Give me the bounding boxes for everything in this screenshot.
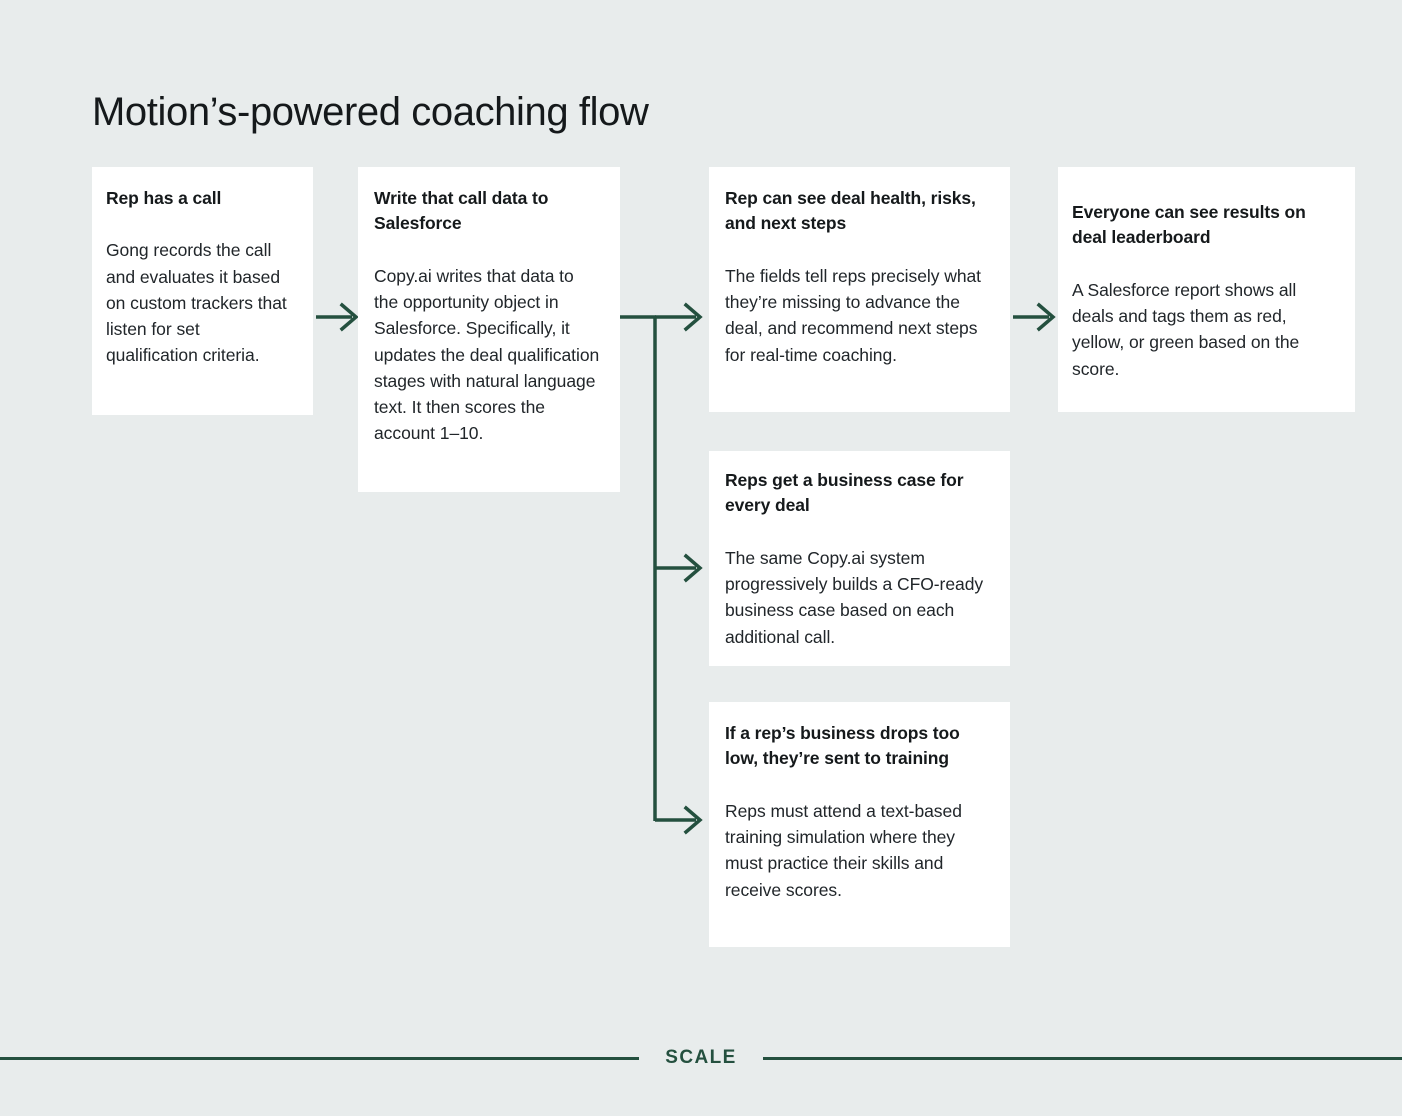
page-title: Motion’s-powered coaching flow bbox=[92, 89, 649, 134]
card-title: Rep can see deal health, risks, and next… bbox=[725, 188, 976, 234]
card-body: Gong records the call and evaluates it b… bbox=[106, 240, 287, 366]
card-title: Rep has a call bbox=[106, 188, 222, 208]
card-body: Copy.ai writes that data to the opportun… bbox=[374, 265, 600, 444]
card-title: Reps get a business case for every deal bbox=[725, 470, 964, 516]
card-body: The fields tell reps precisely what they… bbox=[725, 265, 981, 365]
footer-divider bbox=[0, 1057, 1402, 1060]
card-body: The same Copy.ai system progressively bu… bbox=[725, 547, 984, 647]
card-body: A Salesforce report shows all deals and … bbox=[1072, 279, 1300, 379]
arrow-card1-to-card2 bbox=[316, 302, 359, 332]
arrow-card3-to-card4 bbox=[1013, 302, 1056, 332]
flow-card-rep-has-a-call: Rep has a call Gong records the call and… bbox=[92, 167, 313, 415]
flow-card-everyone-can-see-results: Everyone can see results on deal leaderb… bbox=[1058, 167, 1355, 412]
card-title: If a rep’s business drops too low, they’… bbox=[725, 723, 960, 769]
flow-card-rep-can-see-deal-health: Rep can see deal health, risks, and next… bbox=[709, 167, 1010, 412]
card-body: Reps must attend a text-based training s… bbox=[725, 800, 962, 900]
flow-card-rep-sent-to-training: If a rep’s business drops too low, they’… bbox=[709, 702, 1010, 947]
card-title: Everyone can see results on deal leaderb… bbox=[1072, 202, 1306, 248]
flow-card-reps-get-business-case: Reps get a business case for every deal … bbox=[709, 451, 1010, 666]
card-title: Write that call data to Salesforce bbox=[374, 188, 549, 234]
branch-connector-card2-to-three-cards bbox=[620, 302, 703, 835]
flow-card-write-call-data-to-salesforce: Write that call data to Salesforce Copy.… bbox=[358, 167, 620, 492]
